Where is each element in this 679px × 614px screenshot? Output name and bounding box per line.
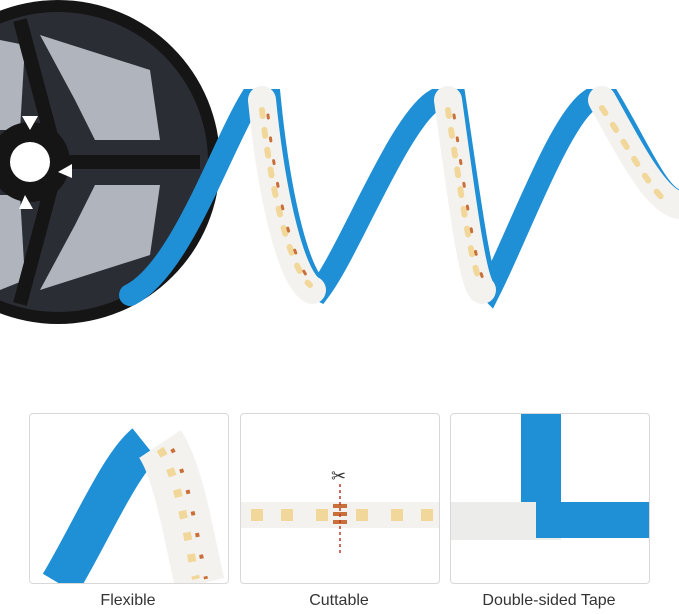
led-strip-product-image — [0, 0, 679, 324]
cuttable-image: ✂ — [241, 466, 439, 554]
flexible-panel — [29, 413, 229, 584]
led-strip-spiral — [119, 86, 679, 309]
cuttable-panel: ✂ — [240, 413, 440, 584]
flexible-image — [42, 428, 225, 583]
feature-label-double-sided-tape: Double-sided Tape — [482, 592, 616, 609]
scissors-icon: ✂ — [331, 466, 346, 486]
feature-label-cuttable: Cuttable — [309, 592, 369, 609]
feature-label-flexible: Flexible — [100, 592, 156, 609]
reel-image — [0, 0, 220, 324]
double-sided-tape-panel — [450, 413, 650, 584]
double-sided-tape-image — [451, 414, 649, 540]
